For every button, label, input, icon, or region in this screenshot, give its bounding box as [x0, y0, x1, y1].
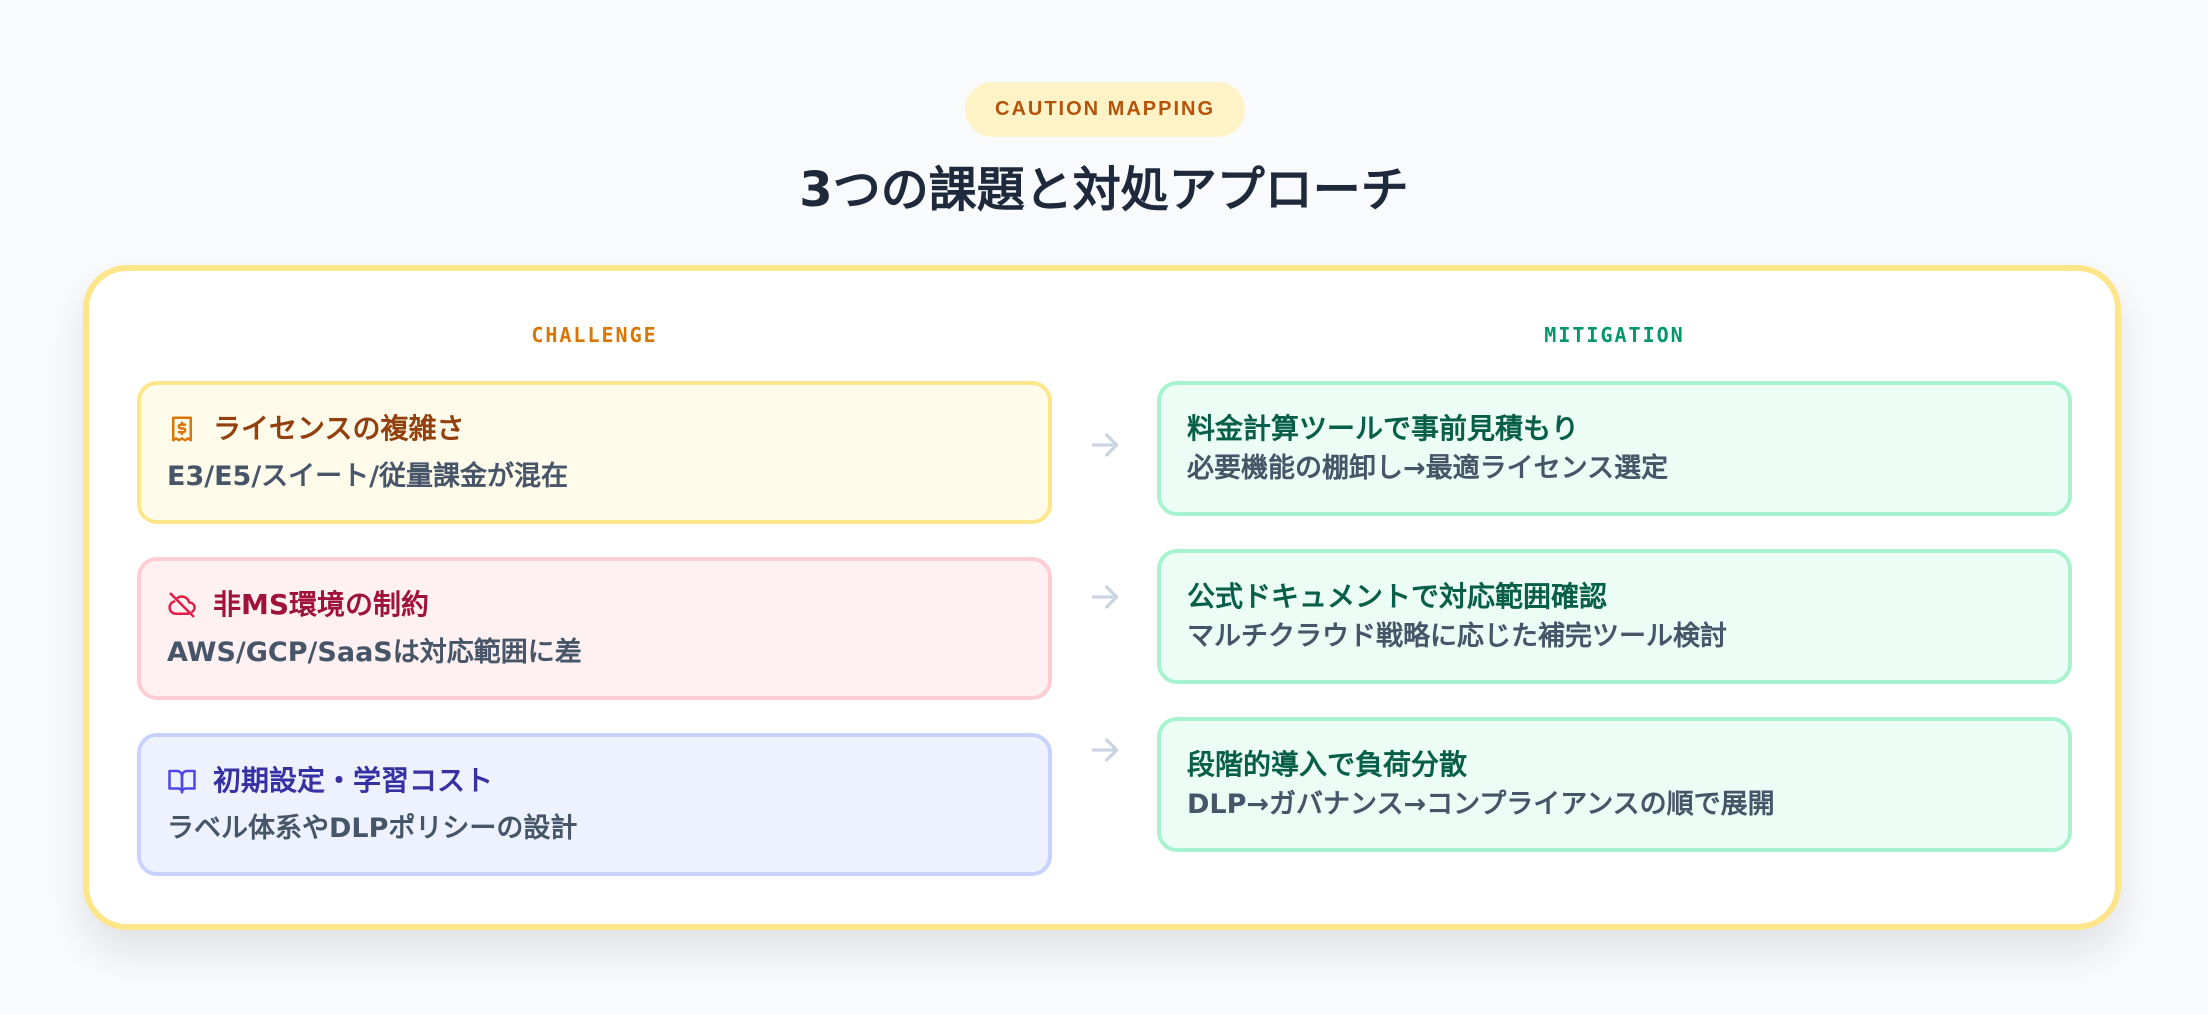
arrow-right-icon: [1091, 433, 1119, 457]
caution-mapping-badge: CAUTION MAPPING: [965, 82, 1245, 137]
cloud-off-icon: [168, 592, 196, 618]
challenge-title-row: 初期設定・学習コスト: [167, 763, 1022, 799]
mitigation-card-phased: 段階的導入で負荷分散 DLP→ガバナンス→コンプライアンスの順で展開: [1157, 717, 2072, 852]
mitigation-card-estimate: 料金計算ツールで事前見積もり 必要機能の棚卸し→最適ライセンス選定: [1157, 381, 2072, 516]
arrow-right-icon: [1091, 585, 1119, 609]
challenge-description: ラベル体系やDLPポリシーの設計: [167, 813, 578, 844]
arrow-right-icon: [1091, 738, 1119, 762]
mitigation-title: 公式ドキュメントで対応範囲確認: [1187, 580, 1608, 613]
mitigation-title: 料金計算ツールで事前見積もり: [1187, 412, 1580, 445]
receipt-dollar-icon: [172, 416, 192, 442]
challenge-title: ライセンスの複雑さ: [213, 412, 465, 445]
challenge-description: E3/E5/スイート/従量課金が混在: [167, 461, 569, 492]
challenge-title-row: 非MS環境の制約: [167, 587, 1022, 623]
mitigation-description: DLP→ガバナンス→コンプライアンスの順で展開: [1187, 789, 1775, 820]
mitigation-description: 必要機能の棚卸し→最適ライセンス選定: [1187, 453, 1669, 484]
badge-label: CAUTION MAPPING: [995, 98, 1215, 120]
mitigation-column-header: MITIGATION: [1544, 323, 1685, 347]
page-title: 3つの課題と対処アプローチ: [799, 162, 1409, 218]
mitigation-card-docs: 公式ドキュメントで対応範囲確認 マルチクラウド戦略に応じた補完ツール検討: [1157, 549, 2072, 684]
challenge-card-non-ms: 非MS環境の制約 AWS/GCP/SaaSは対応範囲に差: [137, 557, 1052, 700]
challenge-card-setup-cost: 初期設定・学習コスト ラベル体系やDLPポリシーの設計: [137, 733, 1052, 876]
challenge-column-header: CHALLENGE: [531, 323, 658, 347]
challenge-description: AWS/GCP/SaaSは対応範囲に差: [167, 637, 582, 668]
mitigation-description: マルチクラウド戦略に応じた補完ツール検討: [1187, 621, 1727, 652]
mitigation-title: 段階的導入で負荷分散: [1187, 748, 1468, 781]
challenge-card-license: ライセンスの複雑さ E3/E5/スイート/従量課金が混在: [137, 381, 1052, 524]
book-open-icon: [168, 769, 196, 794]
challenge-title: 非MS環境の制約: [213, 588, 430, 621]
challenge-title: 初期設定・学習コスト: [213, 764, 494, 797]
challenge-title-row: ライセンスの複雑さ: [167, 411, 1022, 447]
